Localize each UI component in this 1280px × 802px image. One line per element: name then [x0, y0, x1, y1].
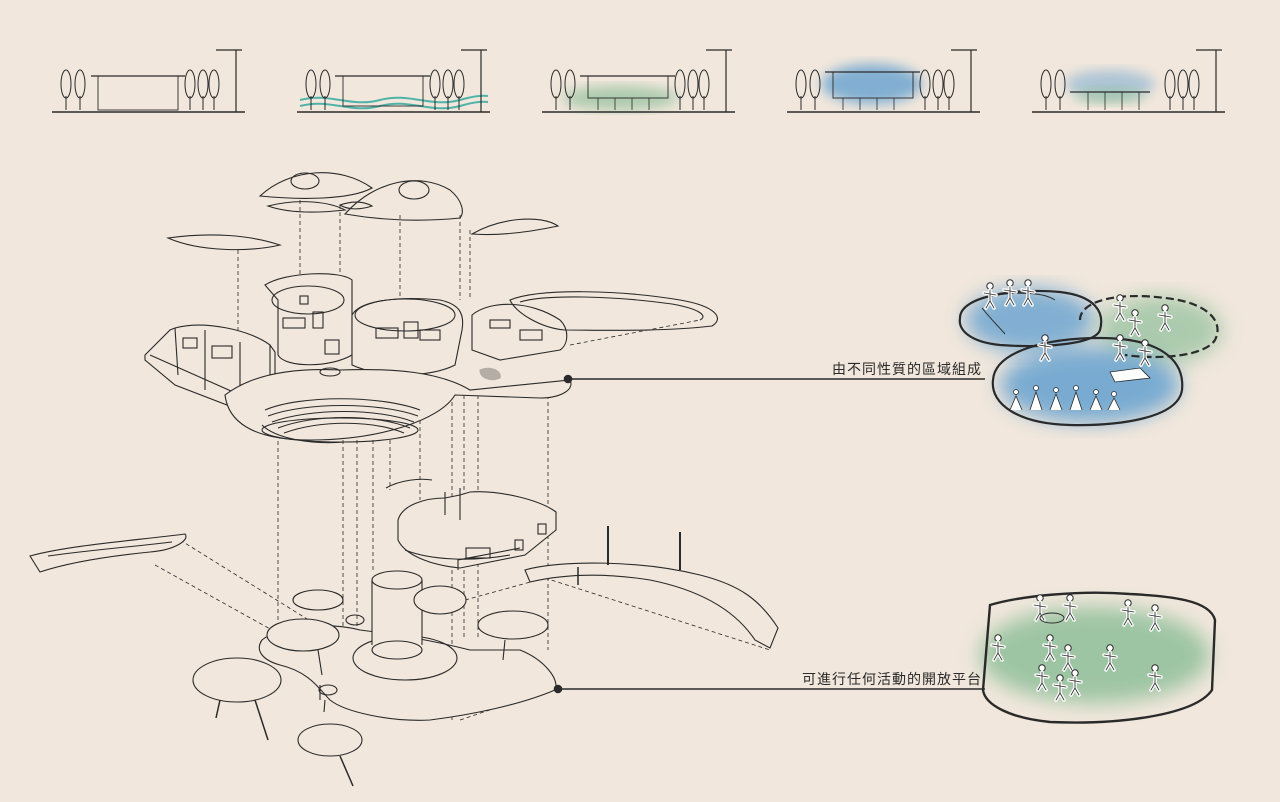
walkway-ribbons: [29, 526, 779, 649]
section-green-icon: [542, 49, 735, 113]
projection-lines: [154, 200, 771, 721]
middle-pavilion: [385, 478, 557, 570]
lower-ground-platform: [192, 570, 557, 787]
section-strip: [52, 49, 1225, 113]
annotation-open-platform: 可進行任何活動的開放平台: [802, 672, 982, 688]
overlapping-zones-icon: [958, 278, 1222, 427]
leader-lines: [553, 374, 985, 694]
section-plain-icon: [52, 49, 245, 113]
roof-canopies: [166, 172, 560, 251]
upper-pavilions: [144, 273, 718, 411]
axonometric-drawing: [29, 172, 985, 787]
section-blue-icon: [787, 49, 980, 113]
section-wave-icon: [297, 49, 490, 113]
upper-platform: [224, 367, 572, 444]
section-mixed-icon: [1032, 49, 1225, 113]
annotation-zones: 由不同性質的區域組成: [832, 362, 982, 378]
open-platform-people-icon: [980, 591, 1217, 724]
